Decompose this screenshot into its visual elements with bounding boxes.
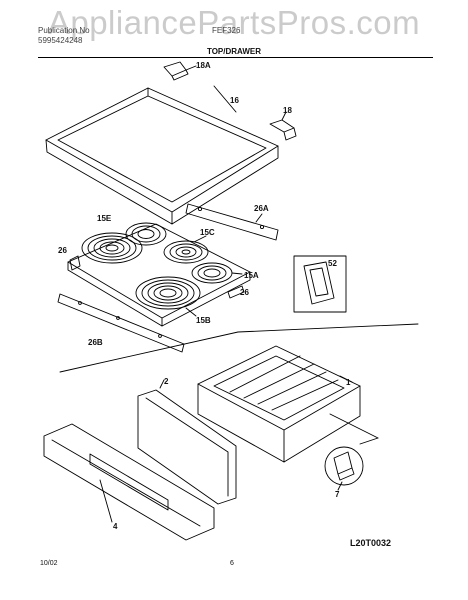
callout-26-right: 26 bbox=[240, 288, 249, 297]
section-title: TOP/DRAWER bbox=[206, 47, 262, 56]
publication-number: 5995424248 bbox=[38, 36, 83, 45]
callout-2: 2 bbox=[164, 377, 169, 386]
diagram-code: L20T0032 bbox=[350, 538, 392, 548]
callout-4: 4 bbox=[113, 522, 118, 531]
model-number: FEF326 bbox=[212, 26, 241, 35]
part-15b-large-element bbox=[135, 276, 201, 317]
callout-15a: 15A bbox=[244, 271, 259, 280]
part-26b-front-trim bbox=[57, 293, 185, 353]
callout-18a: 18A bbox=[196, 61, 211, 70]
callout-15e: 15E bbox=[97, 214, 112, 223]
callout-15c: 15C bbox=[200, 228, 215, 237]
publication-label: Publication No bbox=[38, 26, 90, 35]
part-26a-rear-trim bbox=[185, 203, 279, 241]
part-15e-dual-element bbox=[81, 222, 167, 264]
callout-16: 16 bbox=[230, 96, 239, 105]
callout-7: 7 bbox=[335, 490, 340, 499]
part-15a-element bbox=[191, 262, 243, 284]
part-16-cooktop bbox=[45, 85, 279, 225]
callout-26-left: 26 bbox=[58, 246, 67, 255]
callout-52: 52 bbox=[328, 259, 337, 268]
callout-18: 18 bbox=[283, 106, 292, 115]
part-52-inset bbox=[293, 255, 347, 313]
part-15c-element bbox=[163, 235, 209, 264]
section-divider bbox=[59, 323, 419, 373]
part-7-detail bbox=[324, 413, 379, 491]
footer-date: 10/02 bbox=[40, 560, 58, 567]
callout-1: 1 bbox=[346, 378, 351, 387]
part-18-clip bbox=[269, 111, 297, 141]
part-26-strips bbox=[69, 255, 245, 299]
header-rule bbox=[38, 57, 433, 58]
part-4-drawer-cover bbox=[43, 423, 215, 541]
callout-26a: 26A bbox=[254, 204, 269, 213]
footer-page-number: 6 bbox=[230, 560, 234, 567]
callout-26b: 26B bbox=[88, 338, 103, 347]
publication-info: Publication No 5995424248 bbox=[38, 26, 90, 46]
part-1-drawer bbox=[197, 345, 361, 463]
part-2-drawer-panel bbox=[137, 379, 237, 505]
callout-15b: 15B bbox=[196, 316, 211, 325]
part-18a-clip bbox=[163, 61, 197, 81]
